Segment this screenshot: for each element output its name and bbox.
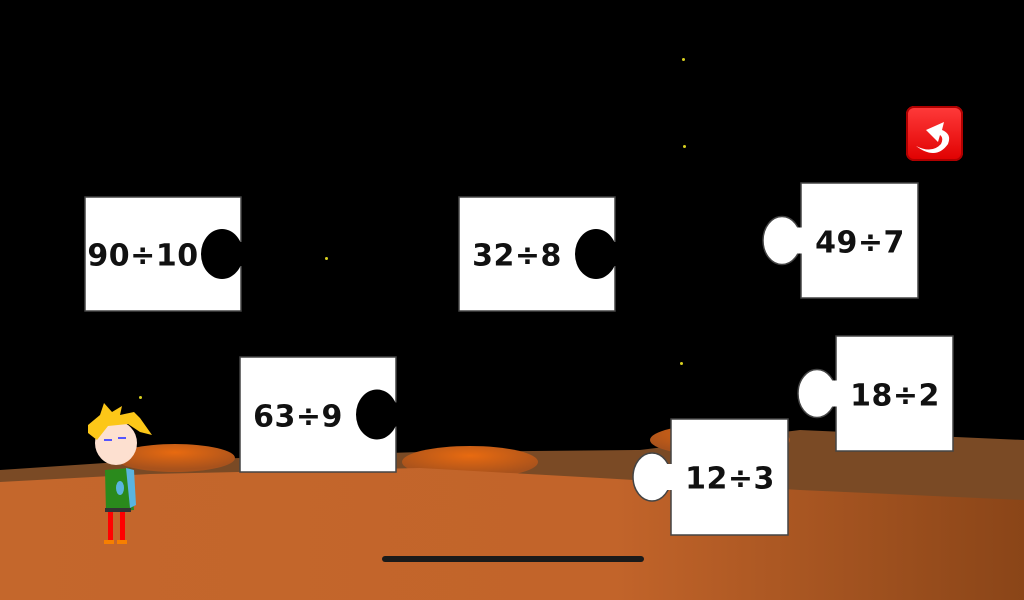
crater bbox=[115, 444, 235, 472]
puzzle-piece[interactable]: 18÷2 bbox=[797, 335, 954, 452]
star bbox=[683, 145, 686, 148]
back-button[interactable] bbox=[906, 106, 963, 161]
piece-label: 63÷9 bbox=[253, 399, 343, 434]
puzzle-piece[interactable]: 12÷3 bbox=[632, 418, 789, 536]
piece-label: 12÷3 bbox=[685, 461, 775, 497]
piece-label: 49÷7 bbox=[815, 225, 905, 260]
piece-label: 32÷8 bbox=[472, 238, 562, 274]
star bbox=[325, 257, 328, 260]
star bbox=[680, 362, 683, 365]
puzzle-piece[interactable]: 63÷9 bbox=[239, 356, 397, 473]
puzzle-piece[interactable]: 49÷7 bbox=[762, 182, 919, 299]
puzzle-piece[interactable]: 32÷8 bbox=[458, 196, 616, 312]
home-indicator[interactable] bbox=[382, 556, 644, 562]
puzzle-piece[interactable]: 90÷10 bbox=[84, 196, 242, 312]
star bbox=[682, 58, 685, 61]
piece-label: 90÷10 bbox=[87, 238, 199, 274]
curved-back-arrow-icon bbox=[916, 122, 950, 154]
piece-label: 18÷2 bbox=[850, 378, 940, 413]
star bbox=[139, 396, 142, 399]
